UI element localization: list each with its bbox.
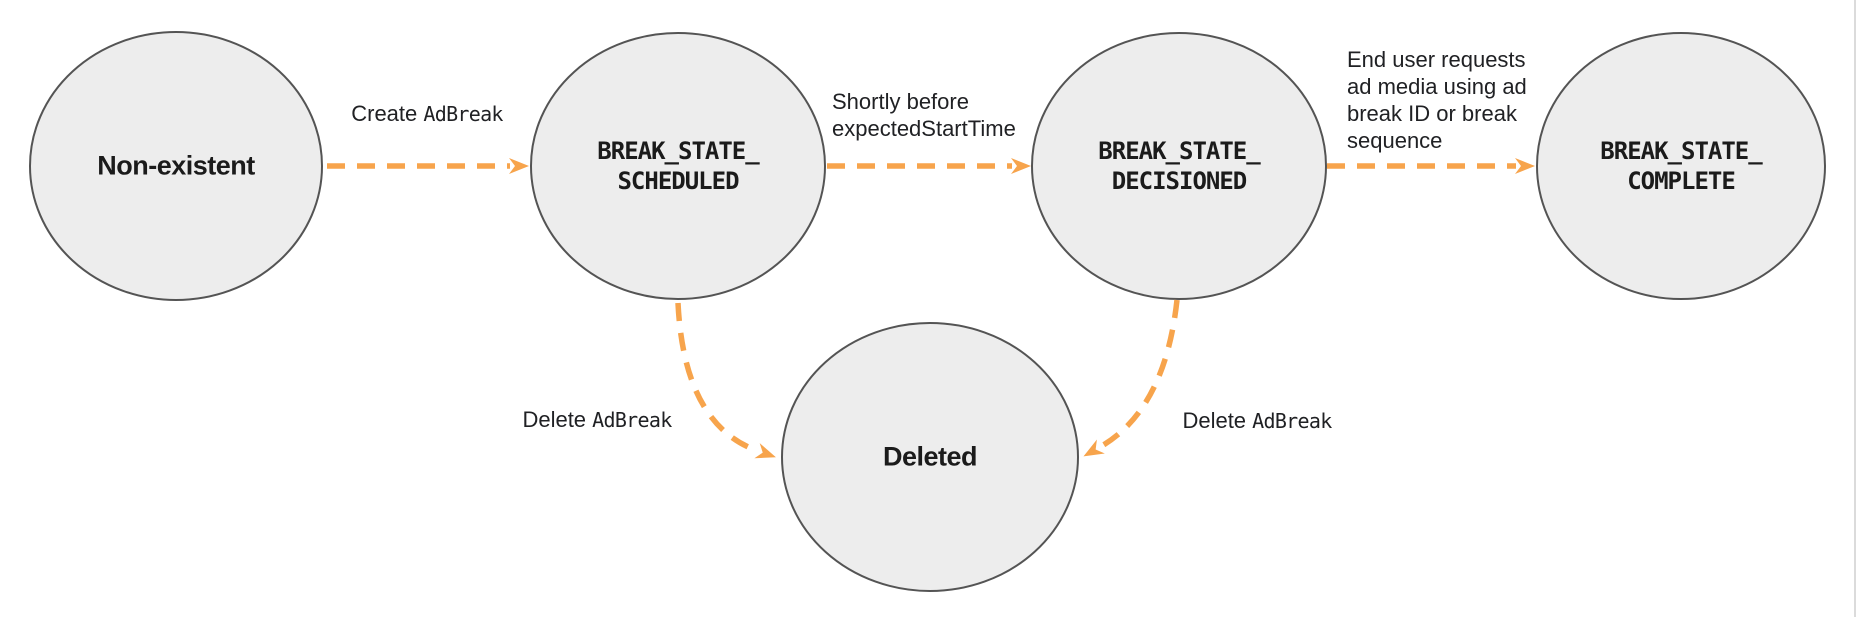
transition-arrow-decisioned-to-deleted bbox=[1083, 299, 1180, 457]
edge-label-delete-adbreak-right: Delete AdBreak bbox=[1182, 407, 1332, 435]
state-label-line: COMPLETE bbox=[1627, 167, 1736, 195]
edge-label-code: expectedStartTime bbox=[832, 116, 1016, 141]
state-label-line: BREAK_STATE_ bbox=[1600, 137, 1762, 165]
edge-label-text: Delete bbox=[522, 407, 593, 432]
edge-label-text: End user requests bbox=[1347, 47, 1526, 72]
edge-label-text: sequence bbox=[1347, 128, 1443, 153]
edge-label-shortly-before-expectedstarttime: Shortly before expectedStartTime bbox=[832, 88, 1016, 142]
edge-label-text: Create bbox=[351, 101, 424, 126]
edge-label-text: Delete bbox=[1182, 408, 1253, 433]
edge-label-delete-adbreak-left: Delete AdBreak bbox=[522, 406, 672, 434]
edge-label-end-user-requests: End user requests ad media using ad brea… bbox=[1347, 46, 1527, 154]
edge-label-code: AdBreak bbox=[1252, 409, 1332, 433]
state-label-break-state-complete: BREAK_STATE_ COMPLETE bbox=[1600, 136, 1762, 196]
edge-label-text: break ID or break bbox=[1347, 101, 1517, 126]
state-circle-break-state-scheduled bbox=[530, 32, 826, 300]
state-circle-non-existent bbox=[29, 31, 323, 301]
state-label-break-state-scheduled: BREAK_STATE_ SCHEDULED bbox=[597, 136, 759, 196]
state-label-line: BREAK_STATE_ bbox=[597, 137, 759, 165]
edge-label-code: AdBreak bbox=[592, 408, 672, 432]
state-label-non-existent: Non-existent bbox=[97, 150, 255, 181]
state-circle-break-state-complete bbox=[1536, 32, 1826, 300]
transition-arrow-scheduled-to-deleted bbox=[675, 302, 776, 459]
edge-label-create-adbreak: Create AdBreak bbox=[351, 100, 503, 128]
edge-label-text: Shortly before bbox=[832, 89, 969, 114]
state-label-line: SCHEDULED bbox=[617, 167, 739, 195]
edge-label-text: ad media using ad bbox=[1347, 74, 1527, 99]
edge-label-code: AdBreak bbox=[423, 102, 503, 126]
state-circle-deleted bbox=[781, 322, 1079, 592]
state-label-deleted: Deleted bbox=[882, 441, 978, 472]
state-label-break-state-decisioned: BREAK_STATE_ DECISIONED bbox=[1098, 136, 1260, 196]
state-circle-break-state-decisioned bbox=[1031, 32, 1327, 300]
state-label-line: BREAK_STATE_ bbox=[1098, 137, 1260, 165]
state-label-line: DECISIONED bbox=[1111, 167, 1248, 195]
